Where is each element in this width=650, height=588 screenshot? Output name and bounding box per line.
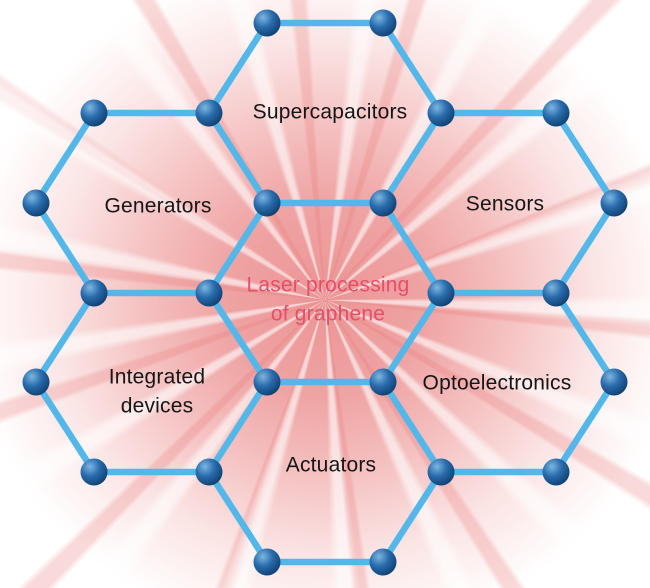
atom-node xyxy=(369,368,397,396)
bond-line xyxy=(205,468,271,566)
atom-node xyxy=(542,279,570,307)
bond-line xyxy=(205,378,271,476)
atom-node xyxy=(427,99,455,127)
bond-line xyxy=(32,199,98,297)
atom-node xyxy=(542,458,570,486)
atom-nodes-group xyxy=(22,9,628,576)
atom-node xyxy=(195,99,223,127)
label-optoelectronics: Optoelectronics xyxy=(422,371,572,395)
bond-line xyxy=(205,19,271,117)
label-laser-processing-of-graphene: Laser processing of graphene xyxy=(246,273,410,326)
atom-node xyxy=(80,458,108,486)
label-actuators: Actuators xyxy=(285,453,377,477)
label-generators: Generators xyxy=(104,194,212,218)
bond-lines-group xyxy=(32,19,618,566)
atom-node xyxy=(427,279,455,307)
atom-node xyxy=(253,548,281,576)
bond-line xyxy=(205,289,271,386)
label-supercapacitors: Supercapacitors xyxy=(252,100,408,124)
bond-line xyxy=(205,199,271,297)
bond-line xyxy=(379,19,445,117)
atom-node xyxy=(80,279,108,307)
atom-node xyxy=(253,368,281,396)
label-integrated-devices: Integrated devices xyxy=(108,365,206,418)
bond-line xyxy=(552,378,618,476)
atom-node xyxy=(195,458,223,486)
bond-line xyxy=(552,289,618,386)
bond-line xyxy=(205,109,271,207)
atom-node xyxy=(195,279,223,307)
bond-line xyxy=(552,199,618,297)
bond-line xyxy=(32,378,98,476)
atom-node xyxy=(369,189,397,217)
atom-node xyxy=(22,189,50,217)
atom-node xyxy=(253,9,281,37)
bond-line xyxy=(32,289,98,386)
atom-node xyxy=(22,368,50,396)
bond-line xyxy=(379,109,445,207)
atom-node xyxy=(600,368,628,396)
atom-node xyxy=(253,189,281,217)
atom-node xyxy=(369,548,397,576)
label-sensors: Sensors xyxy=(465,192,545,216)
atom-node xyxy=(80,99,108,127)
bond-line xyxy=(379,199,445,297)
atom-node xyxy=(542,99,570,127)
bond-line xyxy=(379,468,445,566)
bond-line xyxy=(379,378,445,476)
atom-node xyxy=(600,189,628,217)
atom-node xyxy=(369,9,397,37)
atom-node xyxy=(427,458,455,486)
bond-line xyxy=(379,289,445,386)
bond-line xyxy=(552,109,618,207)
bond-line xyxy=(32,109,98,207)
